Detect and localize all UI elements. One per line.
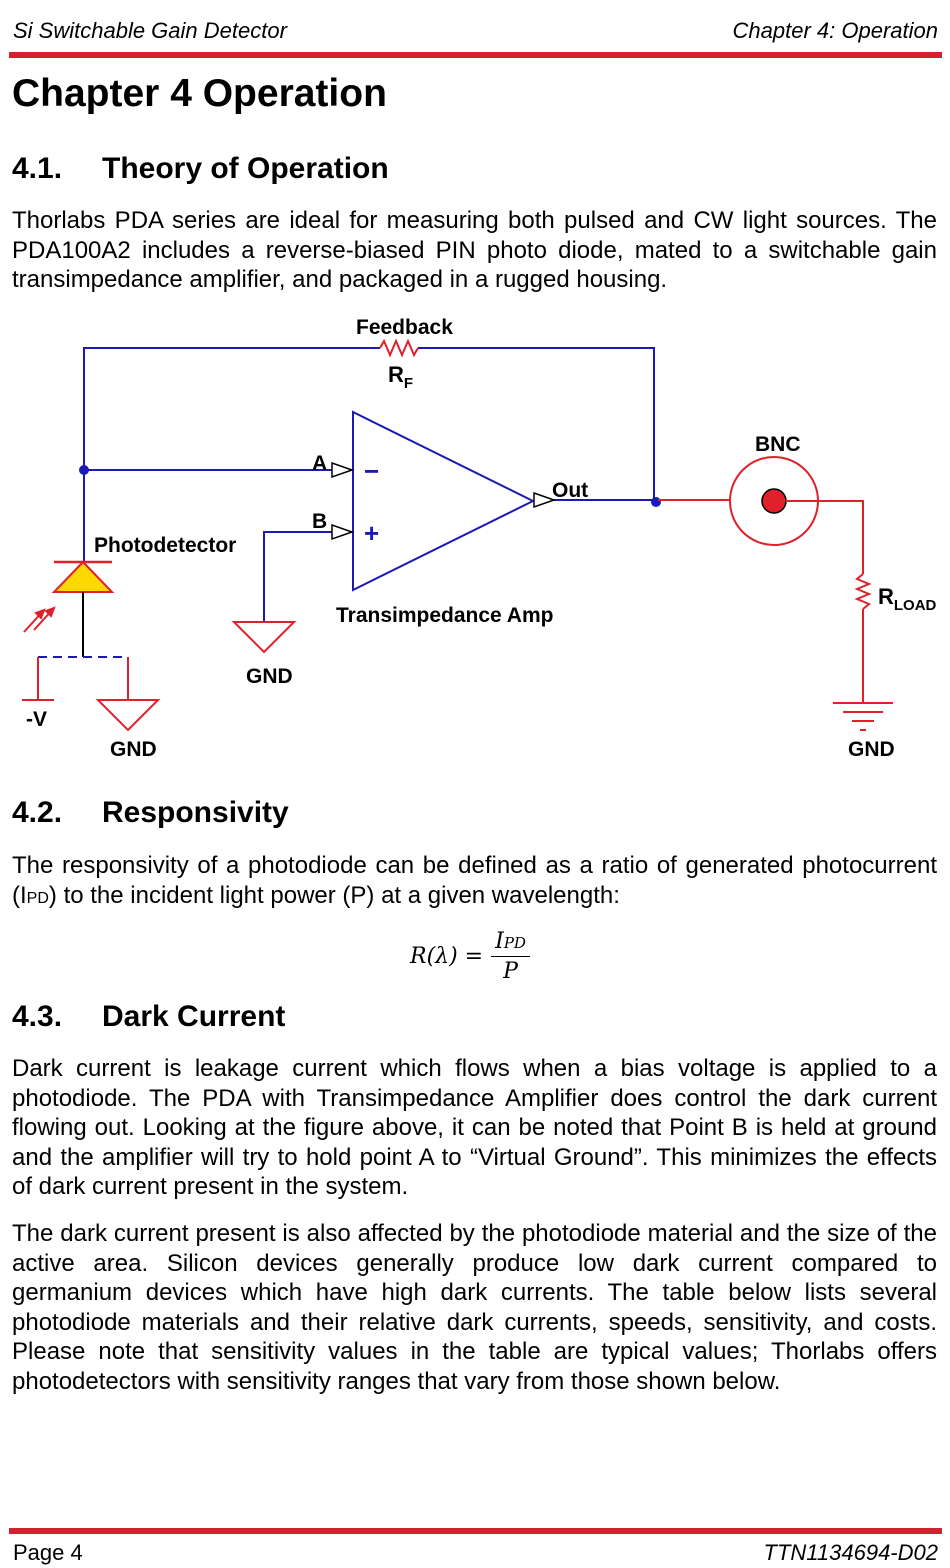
label-a: A [312, 452, 327, 475]
equation-numerator: IPD [491, 929, 530, 957]
node-dot [79, 465, 89, 475]
bnc-center-pin [761, 488, 787, 514]
feedback-resistor [379, 338, 419, 358]
label-bnc: BNC [755, 433, 801, 456]
node-dot [651, 497, 661, 507]
label-gnd-b: GND [246, 665, 293, 688]
opamp-minus: − [364, 456, 379, 486]
input-a-arrow [331, 461, 355, 479]
label-b: B [312, 510, 327, 533]
section-title: Responsivity [102, 796, 289, 829]
label-neg-v: -V [26, 708, 47, 731]
equation-denominator: P [503, 958, 518, 984]
header-rule [9, 52, 942, 58]
label-gnd-pd: GND [110, 738, 157, 761]
light-arrows-icon [23, 606, 56, 633]
document-id: TTN1134694-D02 [763, 1540, 938, 1565]
opamp-plus: + [364, 518, 379, 548]
ground-symbol-b [231, 621, 297, 654]
opamp-triangle [352, 410, 536, 592]
circuit-diagram: Feedback RF − + A B Out Transimpedance A… [22, 316, 937, 761]
label-out: Out [552, 479, 588, 502]
section-number: 4.3. [12, 1000, 63, 1033]
feedback-wire [83, 347, 655, 622]
section-heading-dark-current: 4.3. Dark Current [12, 1000, 285, 1034]
equation-lhs: R(λ) = [410, 943, 484, 969]
equation-fraction: IPD P [491, 929, 530, 984]
section-number: 4.2. [12, 796, 63, 829]
dark-current-paragraph-2: The dark current present is also affecte… [12, 1220, 937, 1395]
output-arrow [533, 491, 557, 509]
section-title: Dark Current [102, 1000, 286, 1033]
header-left: Si Switchable Gain Detector [13, 18, 287, 43]
label-photodetector: Photodetector [94, 534, 236, 557]
header-right: Chapter 4: Operation [732, 18, 938, 43]
load-wire [786, 500, 864, 574]
rload-label: RLOAD [878, 584, 937, 614]
label-tia: Transimpedance Amp [336, 604, 553, 627]
ground-symbol-load [833, 702, 893, 731]
section-heading-theory: 4.1. Theory of Operation [12, 152, 389, 186]
responsivity-equation: R(λ) = IPD P [410, 925, 530, 987]
ground-symbol-pd [95, 699, 161, 732]
section-number: 4.1. [12, 152, 63, 185]
page-number: Page 4 [13, 1540, 83, 1565]
label-gnd-load: GND [848, 738, 895, 761]
footer-rule [9, 1528, 942, 1534]
load-resistor [854, 573, 872, 610]
dark-current-paragraph-1: Dark current is leakage current which fl… [12, 1055, 937, 1200]
section-heading-responsivity: 4.2. Responsivity [12, 796, 289, 830]
section-title: Theory of Operation [102, 152, 389, 185]
photodiode-triangle [51, 560, 115, 593]
rf-label: RF [388, 362, 413, 392]
feedback-label: Feedback [356, 316, 453, 339]
input-b-arrow [331, 523, 355, 541]
theory-paragraph: Thorlabs PDA series are ideal for measur… [12, 207, 937, 293]
chapter-title: Chapter 4 Operation [12, 72, 387, 115]
responsivity-paragraph: The responsivity of a photodiode can be … [12, 852, 937, 909]
